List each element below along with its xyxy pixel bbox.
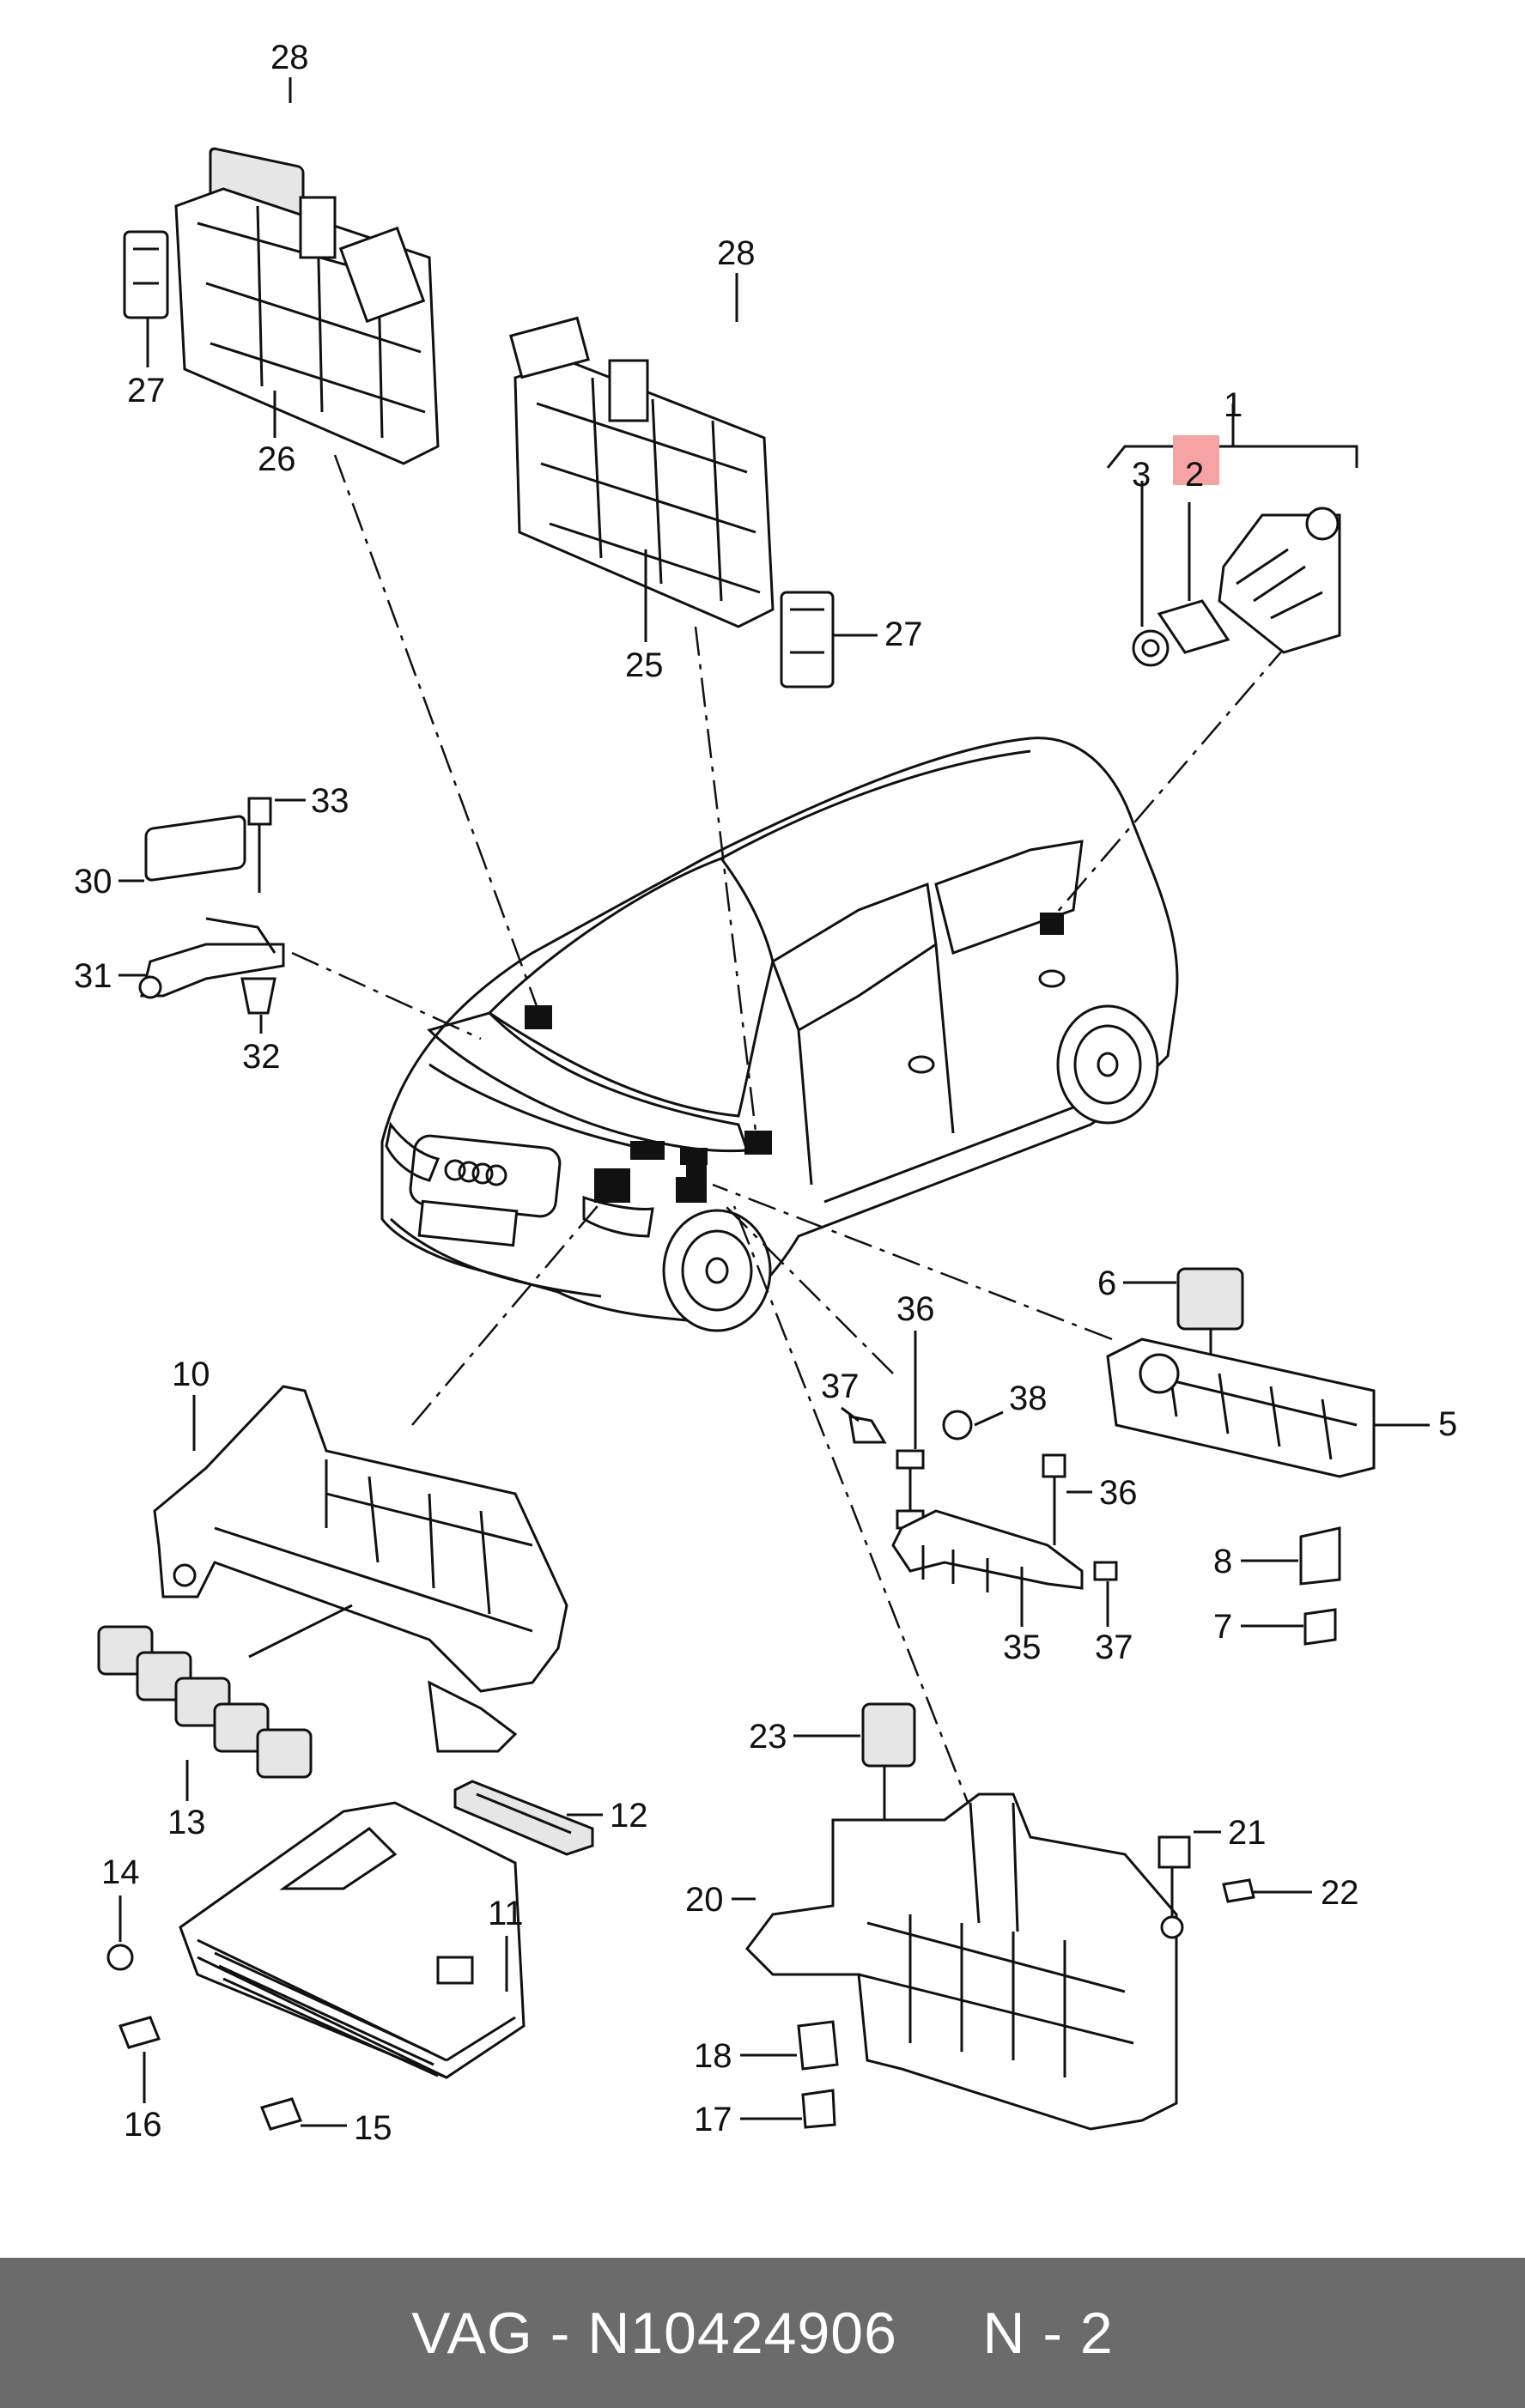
leader-lines bbox=[291, 454, 1289, 1821]
callout-22: 22 bbox=[1321, 1874, 1359, 1912]
callout-38: 38 bbox=[1009, 1380, 1048, 1417]
callout-36: 36 bbox=[896, 1290, 935, 1328]
cover-12 bbox=[453, 1780, 594, 1856]
relay-plate-5-group bbox=[1106, 1267, 1376, 1646]
relay-carrier-10 bbox=[153, 1385, 568, 1753]
callout-26: 26 bbox=[258, 440, 296, 478]
location-marker bbox=[680, 1148, 708, 1165]
callout-21: 21 bbox=[1228, 1814, 1267, 1852]
callout-25: 25 bbox=[625, 646, 664, 684]
callout-16: 16 bbox=[124, 2106, 162, 2144]
callout-7: 7 bbox=[1213, 1608, 1232, 1646]
callout-37: 37 bbox=[821, 1368, 860, 1405]
car-illustration bbox=[380, 737, 1179, 1332]
callout-23: 23 bbox=[749, 1718, 787, 1756]
callout-31: 31 bbox=[74, 957, 112, 995]
control-unit-11 bbox=[106, 1801, 526, 2131]
callout-12: 12 bbox=[610, 1797, 648, 1835]
callout-15: 15 bbox=[354, 2109, 392, 2147]
callout-3: 3 bbox=[1132, 456, 1151, 494]
callout-1: 1 bbox=[1224, 386, 1242, 424]
part-number-banner: VAG - N10424906 N - 2 bbox=[0, 2258, 1525, 2408]
callout-27: 27 bbox=[127, 372, 166, 409]
bracket-35-group bbox=[848, 1410, 1118, 1597]
parts-diagram: 28 27 26 28 25 27 1 3 2 33 30 31 32 6 5 … bbox=[74, 39, 1457, 2147]
callout-37: 37 bbox=[1095, 1629, 1133, 1666]
callout-5: 5 bbox=[1438, 1405, 1457, 1443]
callout-17: 17 bbox=[694, 2101, 732, 2138]
callout-18: 18 bbox=[694, 2037, 732, 2075]
relay-carrier-26 bbox=[123, 147, 440, 465]
callout-10: 10 bbox=[172, 1356, 210, 1393]
callout-35: 35 bbox=[1003, 1629, 1042, 1666]
highlight-box bbox=[1173, 435, 1219, 485]
callout-labels: 28 27 26 28 25 27 1 3 2 33 30 31 32 6 5 … bbox=[74, 39, 1457, 2147]
callout-32: 32 bbox=[242, 1038, 281, 1076]
callout-33: 33 bbox=[311, 782, 349, 820]
audi-rings-icon bbox=[444, 1159, 507, 1186]
control-unit-30-group bbox=[138, 797, 285, 1015]
callout-11: 11 bbox=[488, 1895, 524, 1932]
callout-2: 2 bbox=[1185, 456, 1204, 494]
callout-8: 8 bbox=[1213, 1543, 1232, 1580]
bracket-assembly-1 bbox=[1106, 403, 1358, 667]
fuse-carrier-20 bbox=[745, 1702, 1255, 2131]
location-marker bbox=[686, 1165, 707, 1179]
relay-carrier-25 bbox=[509, 316, 835, 688]
location-marker bbox=[1040, 913, 1064, 935]
callout-28: 28 bbox=[717, 234, 756, 272]
location-marker bbox=[594, 1168, 630, 1203]
callout-27: 27 bbox=[884, 616, 923, 653]
relays-13 bbox=[97, 1604, 353, 1779]
callout-28: 28 bbox=[270, 39, 309, 76]
location-marker bbox=[525, 1005, 552, 1029]
callout-20: 20 bbox=[685, 1881, 724, 1919]
location-marker bbox=[744, 1131, 772, 1155]
callout-36: 36 bbox=[1099, 1474, 1138, 1512]
location-marker bbox=[676, 1177, 707, 1203]
callout-14: 14 bbox=[101, 1853, 140, 1891]
callout-6: 6 bbox=[1097, 1265, 1116, 1302]
callout-30: 30 bbox=[74, 863, 112, 901]
location-marker bbox=[630, 1141, 665, 1160]
part-number-text: VAG - N10424906 N - 2 bbox=[411, 2300, 1114, 2366]
callout-13: 13 bbox=[167, 1804, 206, 1841]
